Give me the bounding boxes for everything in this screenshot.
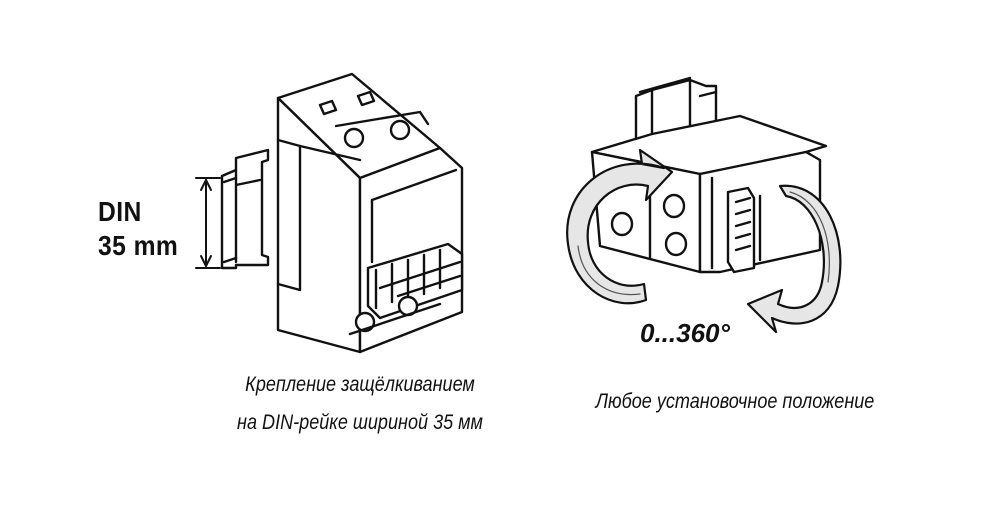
- din-label-line2: 35 mm: [98, 230, 179, 261]
- left-breaker-illustration: [195, 72, 464, 354]
- rotation-angle-label: 0...360°: [640, 318, 730, 348]
- rotation-arrow-right: [746, 184, 842, 334]
- din-rail: [220, 148, 270, 270]
- rotation-arrow-left: [566, 148, 674, 305]
- rotated-toggle: [726, 186, 762, 274]
- din-dimension-arrow: [195, 177, 221, 269]
- toggle-levers: [366, 242, 464, 320]
- left-caption-line2: на DIN-рейке шириной 35 мм: [237, 411, 483, 434]
- left-caption: Крепление защёлкиванием на DIN-рейке шир…: [231, 366, 489, 442]
- din-label-line1: DIN: [98, 196, 142, 227]
- bottom-terminals: [348, 295, 442, 336]
- right-caption: Любое установочное положение: [595, 390, 875, 413]
- top-terminals: [318, 90, 430, 149]
- left-caption-line1: Крепление защёлкиванием: [245, 373, 475, 396]
- rotated-terminals: [610, 176, 688, 260]
- din-size-label: DIN 35 mm: [98, 195, 178, 263]
